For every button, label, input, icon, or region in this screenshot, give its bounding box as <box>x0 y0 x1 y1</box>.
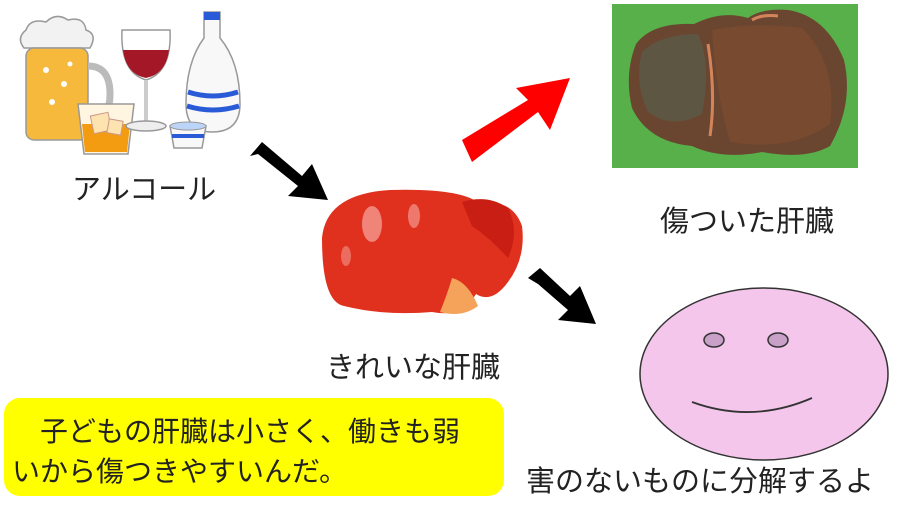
whisky-glass-icon <box>77 103 135 155</box>
damaged-liver-label: 傷ついた肝臓 <box>660 204 835 238</box>
arrow-to-healthy-liver <box>250 142 328 200</box>
arrow-to-harmless <box>528 268 596 324</box>
harmless-label: 害のないものに分解するよ <box>526 464 875 498</box>
note-box: 子どもの肝臓は小さく、働きも弱 いから傷つきやすいんだ。 <box>4 398 504 496</box>
damaged-liver-image <box>612 4 858 168</box>
sake-cup-icon <box>169 121 207 149</box>
alcohol-drinks-illustration <box>19 11 241 155</box>
left-eye-icon <box>703 332 725 348</box>
healthy-liver-image <box>322 189 523 314</box>
smiley-face <box>639 287 889 461</box>
healthy-liver-label: きれいな肝臓 <box>326 350 501 384</box>
note-line-1: 子どもの肝臓は小さく、働きも弱 <box>40 415 461 448</box>
sake-bottle-icon <box>185 11 241 133</box>
alcohol-label: アルコール <box>72 172 217 206</box>
smile-mouth <box>691 397 813 413</box>
arrow-to-damaged-liver <box>462 78 570 162</box>
beer-mug-icon <box>19 15 114 141</box>
right-eye-icon <box>767 332 789 348</box>
wine-glass-icon <box>121 29 171 132</box>
note-line-2: いから傷つきやすいんだ。 <box>12 455 348 488</box>
